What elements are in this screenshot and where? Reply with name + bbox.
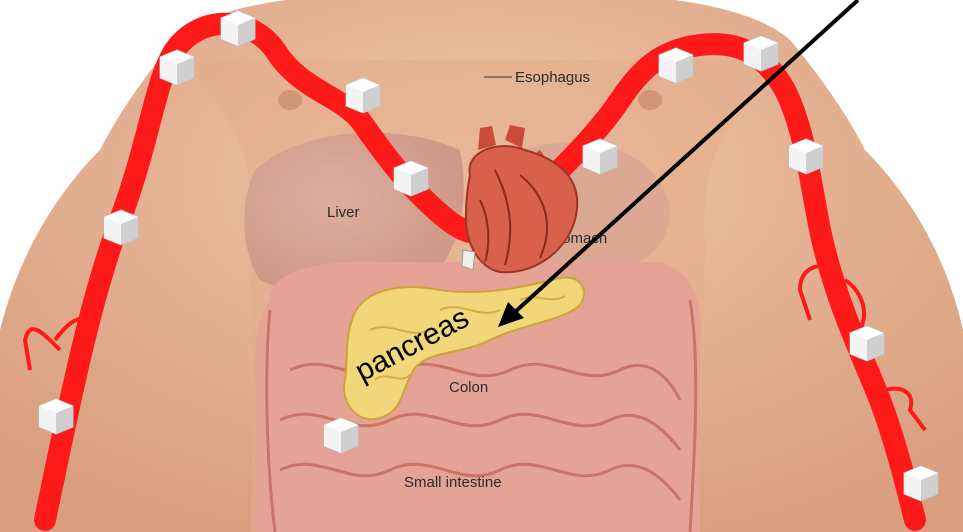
sugar-cube-icon — [659, 48, 693, 83]
sugar-cube-icon — [346, 78, 380, 113]
sugar-cube-icon — [789, 139, 823, 174]
sugar-cube-icon — [904, 466, 938, 501]
sugar-cube-icon — [850, 326, 884, 361]
sugar-cube-icon — [221, 11, 255, 46]
sugar-cube-icon — [744, 36, 778, 71]
label-small-intestine: Small intestine — [404, 474, 502, 491]
label-liver: Liver — [327, 204, 360, 221]
sugar-cube-icon — [394, 161, 428, 196]
sugar-cube-icon — [324, 418, 358, 453]
sugar-cube-icon — [39, 399, 73, 434]
label-colon: Colon — [449, 379, 488, 396]
sugar-cube-icon — [583, 139, 617, 174]
sugar-cube-icon — [104, 210, 138, 245]
label-esophagus: Esophagus — [515, 69, 590, 86]
sugar-cube-icon — [160, 50, 194, 85]
